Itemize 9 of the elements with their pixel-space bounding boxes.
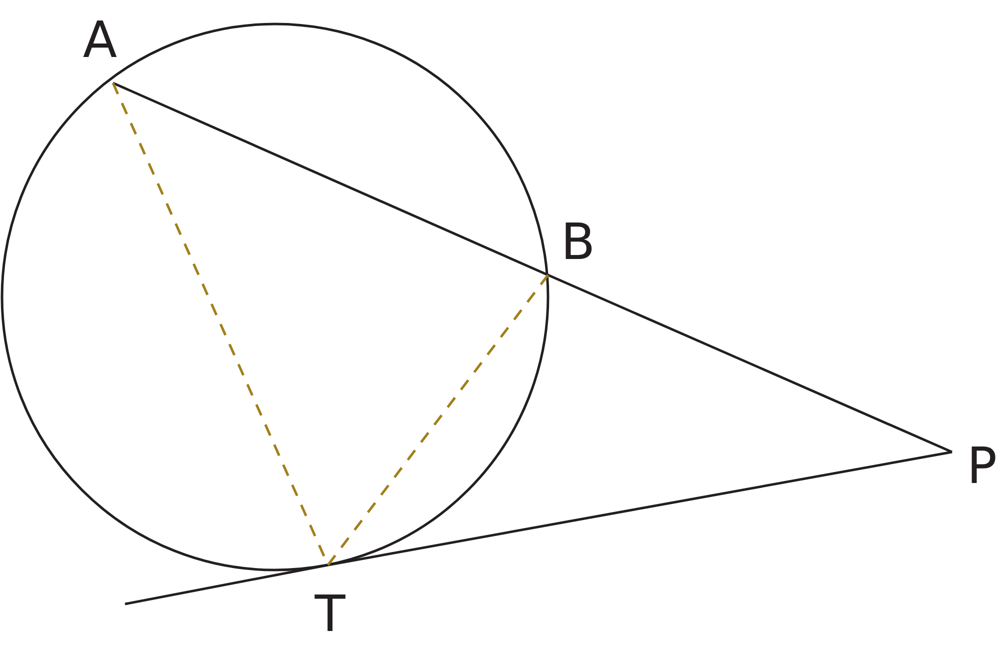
line	[112, 82, 548, 276]
line	[548, 274, 952, 454]
line	[124, 564, 328, 606]
point-label: T	[314, 589, 346, 639]
point-label: A	[82, 15, 118, 65]
point-label: P	[966, 441, 998, 491]
point-label: B	[560, 217, 596, 267]
line	[328, 450, 952, 566]
dashed-line	[327, 274, 549, 566]
